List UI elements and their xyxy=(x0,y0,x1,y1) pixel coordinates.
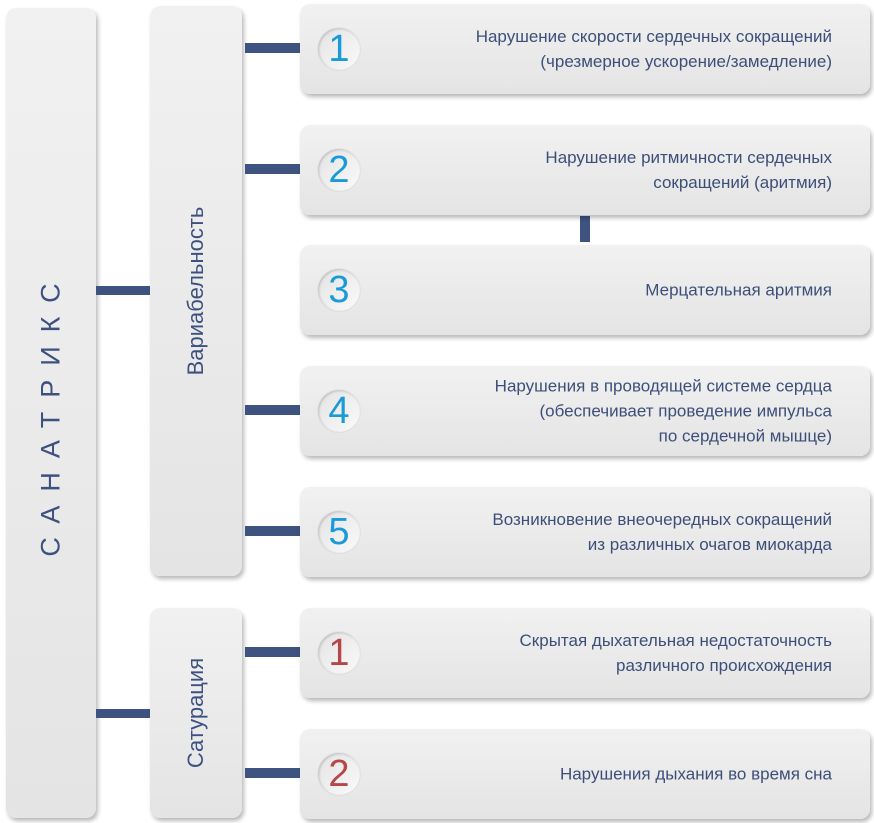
connector-saturation-item-2 xyxy=(245,768,300,778)
card-text-line: сокращений (аритмия) xyxy=(653,173,832,192)
variability-item-5-card: 5 Возникновение внеочередных сокращений … xyxy=(300,487,870,577)
group-saturation: Сатурация xyxy=(150,608,242,818)
variability-item-3-card: 3 Мерцательная аритмия xyxy=(300,245,870,335)
card-text-line: Нарушения в проводящей системе сердца xyxy=(494,376,832,396)
variability-item-2-text: Нарушение ритмичности сердечных сокращен… xyxy=(392,145,832,195)
number-badge: 1 xyxy=(318,632,360,674)
card-text-line: (чрезмерное ускорение/замедление) xyxy=(540,52,832,71)
card-text-line: различного происхождения xyxy=(616,656,832,675)
root-label: САНАТРИКС xyxy=(35,269,66,557)
card-text-line: Возникновение внеочередных сокращений xyxy=(492,510,832,529)
card-text-line: (обеспечивает проведение импульса xyxy=(539,401,832,421)
group-variability: Вариабельность xyxy=(150,6,242,576)
variability-item-4-text: Нарушения в проводящей системе сердца (о… xyxy=(392,374,832,449)
card-text-line: Скрытая дыхательная недостаточность xyxy=(519,631,832,650)
connector-saturation-item-1 xyxy=(245,647,300,657)
connector-variability-item-2 xyxy=(245,164,300,174)
card-text-line: из различных очагов миокарда xyxy=(587,535,832,554)
connector-variability-item-5 xyxy=(245,526,300,536)
root-node: САНАТРИКС xyxy=(6,8,96,818)
card-text-line: Нарушение ритмичности сердечных xyxy=(545,148,832,167)
card-text-line: Мерцательная аритмия xyxy=(645,280,832,300)
card-text-line: по сердечной мышце) xyxy=(658,426,832,446)
variability-item-4-card: 4 Нарушения в проводящей системе сердца … xyxy=(300,366,870,456)
connector-variability-item-4 xyxy=(245,405,300,415)
connector-root-variability xyxy=(96,286,150,295)
saturation-item-2-card: 2 Нарушения дыхания во время сна xyxy=(300,729,870,819)
saturation-item-1-card: 1 Скрытая дыхательная недостаточность ра… xyxy=(300,608,870,698)
group-saturation-label: Сатурация xyxy=(183,657,208,769)
variability-item-2-card: 2 Нарушение ритмичности сердечных сокращ… xyxy=(300,125,870,215)
number-badge: 4 xyxy=(318,390,360,432)
connector-root-saturation xyxy=(96,709,150,718)
group-variability-label: Вариабельность xyxy=(183,206,208,376)
number-badge: 5 xyxy=(318,511,360,553)
card-text-line: Нарушение скорости сердечных сокращений xyxy=(475,27,832,46)
card-text-line: Нарушения дыхания во время сна xyxy=(559,764,832,784)
number-badge: 3 xyxy=(318,269,360,311)
number-badge: 2 xyxy=(318,753,360,795)
connector-item-2-item-3 xyxy=(580,216,590,242)
number-badge: 1 xyxy=(318,28,360,70)
number-badge: 2 xyxy=(318,149,360,191)
saturation-item-2-text: Нарушения дыхания во время сна xyxy=(392,762,832,787)
variability-item-1-card: 1 Нарушение скорости сердечных сокращени… xyxy=(300,4,870,94)
variability-item-5-text: Возникновение внеочередных сокращений из… xyxy=(392,507,832,557)
saturation-item-1-text: Скрытая дыхательная недостаточность разл… xyxy=(392,628,832,678)
connector-variability-item-1 xyxy=(245,43,300,53)
variability-item-3-text: Мерцательная аритмия xyxy=(392,278,832,303)
variability-item-1-text: Нарушение скорости сердечных сокращений … xyxy=(392,24,832,74)
